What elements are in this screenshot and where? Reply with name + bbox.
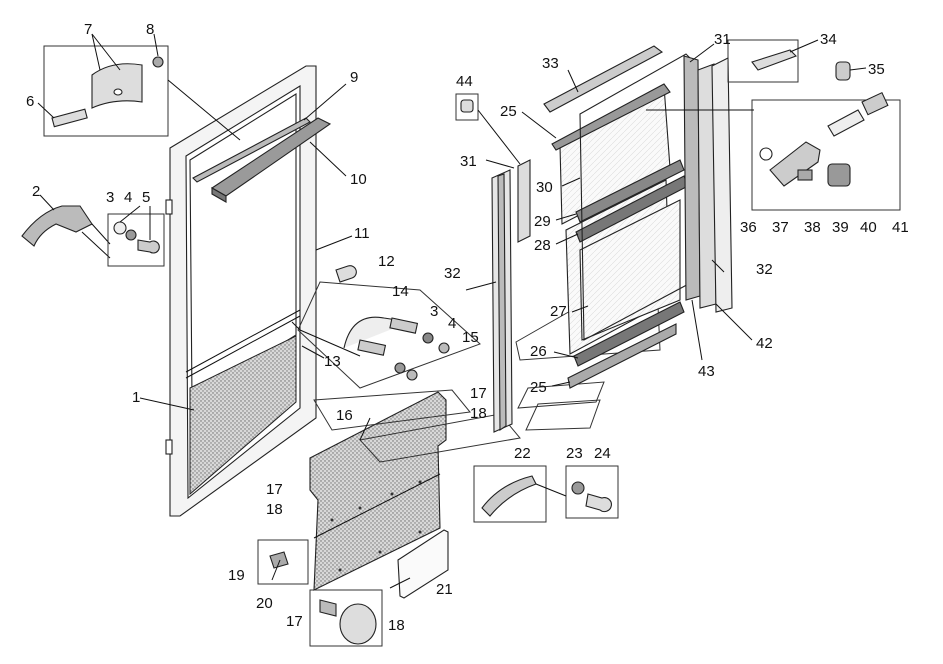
- callout-4b: 4: [448, 315, 456, 332]
- callout-17c: 17: [286, 613, 303, 630]
- top-channel-strips: [543, 45, 671, 151]
- door-handle: [21, 205, 165, 267]
- callout-3b: 3: [430, 303, 438, 320]
- door-frame: [165, 65, 317, 517]
- callout-24: 24: [594, 445, 611, 462]
- callout-16: 16: [336, 407, 353, 424]
- fastener-19: [257, 539, 309, 585]
- callout-32a: 32: [444, 265, 461, 282]
- callout-39: 39: [832, 219, 849, 236]
- callout-35: 35: [868, 61, 885, 78]
- callout-1: 1: [132, 389, 140, 406]
- callout-43: 43: [698, 363, 715, 380]
- kick-plate-strip: [397, 529, 449, 599]
- hinge-bracket: [727, 39, 851, 83]
- callout-18b: 18: [266, 501, 283, 518]
- window-frame-right: [579, 53, 733, 341]
- seal-strip: [192, 117, 311, 183]
- callout-42: 42: [756, 335, 773, 352]
- callout-7: 7: [84, 21, 92, 38]
- callout-20: 20: [256, 595, 273, 612]
- callout-41: 41: [892, 219, 909, 236]
- callout-33: 33: [542, 55, 559, 72]
- callout-22: 22: [514, 445, 531, 462]
- callout-4: 4: [124, 189, 132, 206]
- callout-30: 30: [536, 179, 553, 196]
- callout-2: 2: [32, 183, 40, 200]
- callout-29: 29: [534, 213, 551, 230]
- callout-17b: 17: [266, 481, 283, 498]
- callout-37: 37: [772, 219, 789, 236]
- pull-handle: [473, 465, 619, 523]
- callout-11: 11: [354, 225, 370, 242]
- callout-21: 21: [436, 581, 453, 598]
- callout-25b: 25: [530, 379, 547, 396]
- callout-38: 38: [804, 219, 821, 236]
- callout-36: 36: [740, 219, 757, 236]
- callout-28: 28: [534, 237, 551, 254]
- callout-5: 5: [142, 189, 150, 206]
- callout-13: 13: [324, 353, 341, 370]
- callout-9: 9: [350, 69, 358, 86]
- callout-6: 6: [26, 93, 34, 110]
- callout-40: 40: [860, 219, 877, 236]
- callout-27: 27: [550, 303, 567, 320]
- callout-14: 14: [392, 283, 409, 300]
- callout-31a: 31: [460, 153, 477, 170]
- callout-25a: 25: [500, 103, 517, 120]
- callout-31b: 31: [714, 31, 731, 48]
- callout-44: 44: [456, 73, 473, 90]
- bottom-strips: [567, 301, 685, 389]
- callout-8: 8: [146, 21, 154, 38]
- leader-lines: [37, 33, 867, 589]
- callout-18c: 18: [388, 617, 405, 634]
- callout-15: 15: [462, 329, 479, 346]
- callout-10: 10: [350, 171, 367, 188]
- kick-plate: [309, 391, 447, 591]
- cap-44: [455, 93, 479, 121]
- latch-mechanism: [646, 91, 901, 211]
- fastener-17-18: [309, 589, 383, 647]
- callout-labels: 1 2 3 4 5 6 7 8 9 10 11 12 13 14 3 4 15 …: [26, 21, 909, 634]
- callout-3: 3: [106, 189, 114, 206]
- clamp-detail: [43, 45, 241, 141]
- window-profile-left: [491, 159, 531, 433]
- callout-34: 34: [820, 31, 837, 48]
- callout-32b: 32: [756, 261, 773, 278]
- weather-strip: [210, 117, 332, 203]
- callout-26: 26: [530, 343, 547, 360]
- callout-12: 12: [378, 253, 395, 270]
- callout-19: 19: [228, 567, 245, 584]
- callout-23: 23: [566, 445, 583, 462]
- lock-assembly: [291, 265, 481, 389]
- callout-17a: 17: [470, 385, 487, 402]
- callout-18a: 18: [470, 405, 487, 422]
